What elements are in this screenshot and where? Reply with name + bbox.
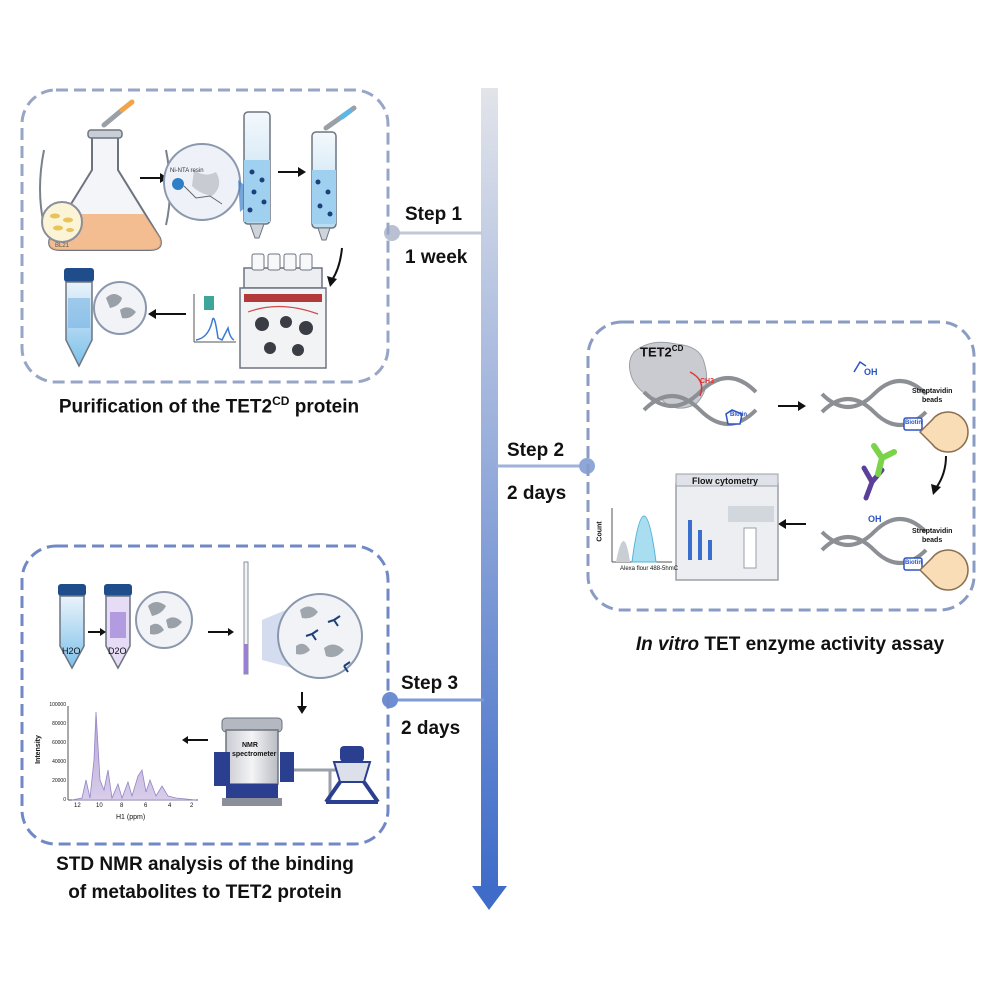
nmr-caption-line2: of metabolites to TET2 protein — [68, 882, 342, 903]
step1-label: Step 1 — [405, 204, 463, 225]
spectrum-x-ticks: 12 10 8 6 4 2 — [72, 803, 202, 813]
activity-illustration — [611, 341, 969, 591]
timeline-line — [481, 88, 498, 888]
step1-duration: 1 week — [405, 247, 468, 268]
histogram-xlabel: Alexa flour 488-5hmC — [620, 566, 679, 572]
y-tick: 0 — [63, 797, 66, 803]
spectrum-ylabel: Intensity — [34, 735, 42, 764]
activity-caption-italic: In vitro — [635, 634, 700, 655]
methyl-label: CH3 — [700, 378, 715, 385]
biotin-label-2: Biotin — [905, 420, 922, 426]
step3-duration: 2 days — [401, 718, 461, 739]
spectrometer-label-2: spectrometer — [232, 751, 277, 758]
purification-illustration: BL21 Ni-NTA resin — [39, 99, 357, 369]
enzyme-label-main: TET2 — [640, 344, 672, 360]
histogram-ylabel: Count — [596, 521, 604, 542]
beads-label-top-1: Streptavidin — [912, 388, 953, 395]
x-tick: 12 — [74, 803, 81, 809]
nmr-illustration — [58, 561, 380, 806]
x-tick: 10 — [96, 803, 103, 809]
activity-panel — [586, 320, 976, 612]
d2o-label: D2O — [108, 646, 127, 656]
activity-caption: In vitro TET enzyme activity assay — [600, 634, 980, 656]
activity-caption-rest: TET enzyme activity assay — [699, 634, 945, 655]
step2-duration: 2 days — [507, 483, 567, 504]
purification-caption-main: Purification of the TET2 — [58, 396, 273, 418]
cytometer-label: Flow cytometry — [692, 476, 759, 486]
x-tick: 6 — [144, 803, 148, 809]
purification-caption: Purification of the TET2CD protein — [36, 394, 382, 418]
beads-label-bot-1: Streptavidin — [912, 528, 953, 535]
y-tick: 60000 — [52, 740, 66, 746]
y-tick: 80000 — [52, 721, 66, 727]
step3-node — [382, 692, 398, 708]
nmr-caption-line1: STD NMR analysis of the binding — [56, 854, 354, 875]
y-tick: 100000 — [49, 702, 66, 708]
beads-label-bot-2: beads — [922, 537, 943, 544]
x-tick: 8 — [120, 803, 124, 809]
h2o-label: H2O — [62, 646, 81, 656]
y-tick: 40000 — [52, 759, 66, 765]
timeline-arrowhead — [472, 886, 507, 910]
beads-label-top-2: beads — [922, 397, 943, 404]
hydroxyl-label: OH — [864, 367, 878, 377]
purification-caption-sup: CD — [272, 394, 290, 408]
hydroxyl-label-2: OH — [868, 514, 882, 524]
resin-label: Ni-NTA resin — [170, 168, 204, 174]
spectrum-xlabel: H1 (ppm) — [116, 814, 146, 821]
purification-panel — [20, 88, 390, 384]
biotin-label-1: Biotin — [730, 412, 747, 418]
enzyme-label-sup: CD — [671, 344, 684, 353]
x-tick: 4 — [168, 803, 172, 809]
enzyme-label: TET2CD — [640, 344, 683, 359]
step1-node — [384, 225, 400, 241]
biotin-label-3: Biotin — [905, 560, 922, 566]
nmr-panel — [20, 544, 390, 846]
step3-label: Step 3 — [401, 673, 459, 694]
strain-label: BL21 — [55, 243, 70, 249]
purification-caption-end: protein — [289, 396, 360, 418]
x-tick: 2 — [190, 803, 194, 809]
step2-label: Step 2 — [507, 440, 565, 461]
y-tick: 20000 — [52, 778, 66, 784]
spectrometer-label-1: NMR — [242, 742, 258, 749]
